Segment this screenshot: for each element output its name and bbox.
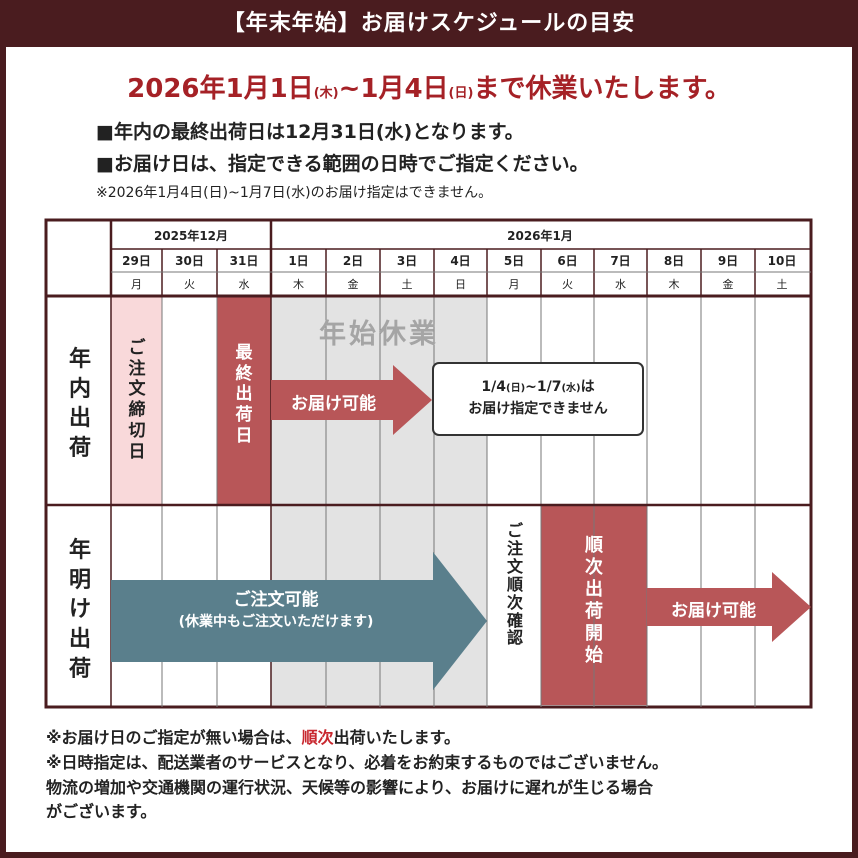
bottom-notes: ※お届け日のご指定が無い場合は、順次出荷いたします。 ※日時指定は、配送業者のサ… [46,726,668,825]
bottom-note-2: ※日時指定は、配送業者のサービスとなり、必着をお約束するものではございません。 [46,752,668,772]
bottom-note-4: がございます。 [46,802,157,822]
callout-particle: は [580,379,595,395]
bottom-note-3: 物流の増加や交通機関の運行状況、天候等の影響により、お届けに遅れが生じる場合 [46,777,654,797]
order-ok-label: ご注文可能 [233,590,319,610]
headline-weekday-end: (日) [448,86,474,101]
last-ship-label: 最終出荷日 [235,343,253,446]
day-number: 1日 [288,254,309,268]
day-number: 8日 [663,254,685,268]
holiday-label: 年始休業 [319,319,439,350]
day-weekday: 土 [776,278,788,291]
note-last-ship-date: ■年内の最終出荷日は12月31日(水)となります。 [96,121,524,143]
day-weekday: 水 [615,278,626,291]
holiday-headline: 2026年1月1日(木)~1月4日(日)まで休業いたします。 [0,68,858,105]
bottom-note-1: ※お届け日のご指定が無い場合は、順次出荷いたします。 [46,728,460,747]
day-number: 3日 [396,254,418,268]
delivery-ok-arrow-2 [647,572,811,642]
order-deadline-cell [111,296,162,505]
day-number: 31日 [229,254,259,268]
headline-closing-text: まで休業いたします。 [473,74,731,104]
note-delivery-specify: ■お届け日は、指定できる範囲の日時でご指定ください。 [96,153,589,175]
order-deadline-label: ご注文締切日 [128,338,146,462]
day-weekday: 木 [293,278,304,291]
no-delivery-callout: 1/4(日)~1/7(水)は お届け指定できません [432,362,644,436]
day-number: 5日 [503,254,525,268]
delivery-ok-label-2: お届け可能 [671,601,756,621]
note-no-delivery-range: ※2026年1月4日(日)~1月7日(水)のお届け指定はできません。 [96,185,493,201]
calendar-outer-border [44,218,813,709]
callout-weekday-end: (水) [561,383,581,394]
headline-date-start: 2026年1月1日 [127,74,314,104]
callout-date-start: 1/4 [481,379,506,395]
last-ship-cell [217,296,271,505]
day-weekday: 水 [238,278,250,291]
month-label-jan: 2026年1月 [507,229,573,243]
order-ok-sublabel: (休業中もご注文いただけます) [178,614,374,630]
day-weekday: 火 [184,278,195,291]
day-number: 6日 [557,254,578,268]
day-number: 10日 [767,254,797,268]
day-number: 2日 [342,254,364,268]
day-weekday: 金 [347,278,359,291]
day-weekday: 金 [722,278,734,291]
headline-date-end: ~1月4日 [338,74,449,104]
month-label-dec: 2025年12月 [153,229,229,243]
day-number: 30日 [175,254,204,268]
day-number: 29日 [122,254,151,268]
day-weekday: 日 [455,278,466,291]
order-ok-arrow [111,552,487,690]
headline-weekday-start: (木) [313,86,339,101]
callout-weekday-start: (日) [506,383,526,394]
day-weekday: 土 [401,278,413,291]
page-title: 【年末年始】お届けスケジュールの目安 [0,0,858,47]
day-number: 4日 [450,254,471,268]
day-number: 9日 [717,254,739,268]
day-weekday: 木 [668,278,680,291]
row-label-year-end: 年内出荷 [68,347,91,462]
day-weekday: 月 [131,278,142,291]
row-label-new-year: 年明け出荷 [68,538,91,682]
day-weekday: 火 [562,278,573,291]
day-number: 7日 [610,254,631,268]
delivery-ok-arrow [271,365,432,435]
callout-line-2: お届け指定できません [468,401,608,418]
day-weekday: 月 [508,278,520,291]
delivery-ok-label: お届け可能 [291,394,376,414]
ship-start-label: 順次出荷開始 [584,535,603,666]
callout-date-end: ~1/7 [525,379,562,395]
order-confirm-label: ご注文順次確認 [506,521,523,648]
